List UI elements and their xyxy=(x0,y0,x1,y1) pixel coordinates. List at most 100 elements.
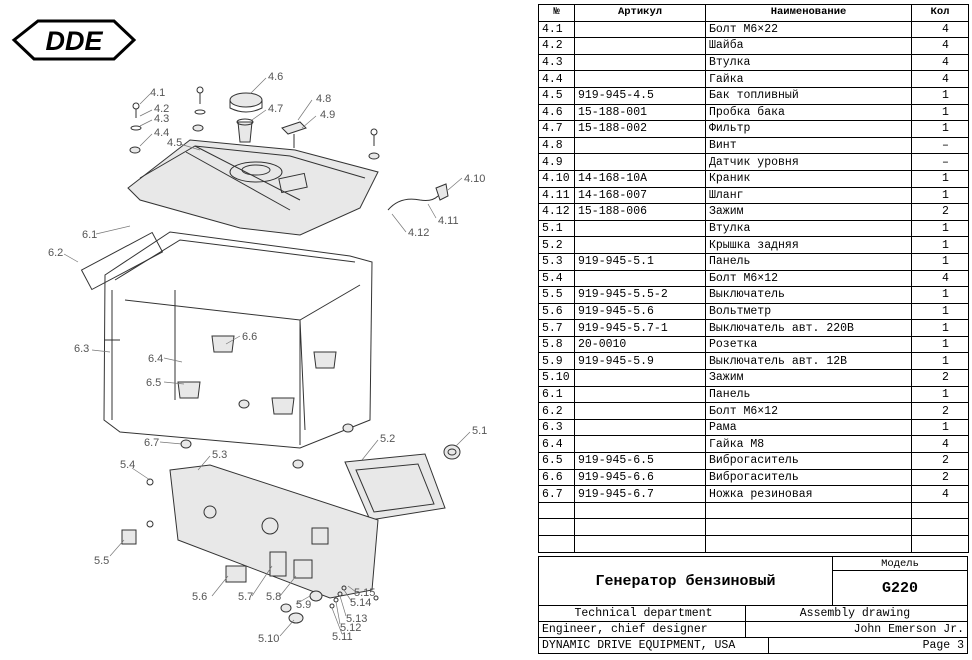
model-label: Модель xyxy=(833,557,967,571)
part-name: Гайка xyxy=(705,70,912,88)
rubber-feet xyxy=(180,399,354,469)
engineer-name: John Emerson Jr. xyxy=(853,623,964,636)
part-number: 5.3 xyxy=(538,252,575,271)
part-number xyxy=(538,535,575,553)
title-row-engineer: Engineer, chief designer John Emerson Jr… xyxy=(539,621,967,637)
callout: 5.4 xyxy=(120,459,135,471)
callout: 6.1 xyxy=(82,229,97,241)
callout: 5.13 xyxy=(346,613,367,625)
leader-lines xyxy=(63,77,471,637)
callout: 5.14 xyxy=(350,597,371,609)
callout: 4.2 xyxy=(154,103,169,115)
part-number: 4.11 xyxy=(538,186,575,205)
part-name: Фильтр xyxy=(705,120,912,138)
part-name: Виброгаситель xyxy=(705,468,912,487)
part-article xyxy=(574,269,706,288)
part-qty: 1 xyxy=(911,103,969,122)
part-name: Болт М6×12 xyxy=(705,402,912,420)
callout: 4.4 xyxy=(154,127,169,139)
part-name xyxy=(705,518,912,536)
part-article xyxy=(574,37,706,55)
department: Technical department xyxy=(539,606,746,621)
part-name: Выключатель авт. 12В xyxy=(705,352,912,371)
callout: 6.4 xyxy=(148,353,163,365)
parts-list-row xyxy=(538,518,969,536)
callout: 4.10 xyxy=(464,173,485,185)
part-qty: 1 xyxy=(911,236,969,254)
part-article xyxy=(574,153,706,171)
part-number: 5.1 xyxy=(538,219,575,238)
part-number: 6.1 xyxy=(538,385,575,404)
part-qty: 2 xyxy=(911,369,969,387)
part-qty xyxy=(911,518,969,536)
part-article: 15-188-006 xyxy=(574,203,706,221)
part-name: Болт М6×22 xyxy=(705,20,912,39)
part-name: Датчик уровня xyxy=(705,153,912,171)
parts-list-row: 4.8 Винт– xyxy=(538,136,969,155)
part-qty: 4 xyxy=(911,269,969,288)
callout: 5.8 xyxy=(266,591,281,603)
exploded-drawing: 4.1 4.2 4.3 4.4 4.5 4.6 4.7 4.8 4.9 4.10… xyxy=(48,71,487,645)
part-name xyxy=(705,501,912,520)
part-number: 4.5 xyxy=(538,86,575,105)
part-qty: 1 xyxy=(911,319,969,337)
logo-text: DDE xyxy=(45,26,103,56)
part-article xyxy=(574,518,706,536)
part-qty: 4 xyxy=(911,435,969,454)
part-article xyxy=(574,219,706,238)
part-article: 919-945-5.7-1 xyxy=(574,319,706,337)
part-name: Панель xyxy=(705,252,912,271)
part-name: Розетка xyxy=(705,335,912,354)
part-qty: – xyxy=(911,136,969,155)
callout: 4.9 xyxy=(320,109,335,121)
part-article: 919-945-5.9 xyxy=(574,352,706,371)
part-qty: 4 xyxy=(911,485,969,503)
parts-list-row xyxy=(538,501,969,520)
header-name: Наименование xyxy=(705,4,912,22)
part-article xyxy=(574,402,706,420)
part-number: 5.8 xyxy=(538,335,575,354)
part-qty: 4 xyxy=(911,53,969,72)
part-number: 6.3 xyxy=(538,418,575,437)
callout: 6.2 xyxy=(48,247,63,259)
callout: 5.11 xyxy=(332,631,353,643)
panel-components xyxy=(121,478,379,624)
title-row-company: DYNAMIC DRIVE EQUIPMENT, USA Page 3 xyxy=(539,637,967,653)
part-qty: 2 xyxy=(911,468,969,487)
rear-cover xyxy=(344,453,446,521)
part-name: Пробка бака xyxy=(705,103,912,122)
part-qty xyxy=(911,535,969,553)
part-article xyxy=(574,136,706,155)
part-article xyxy=(574,70,706,88)
part-name: Выключатель xyxy=(705,286,912,304)
part-name: Панель xyxy=(705,385,912,404)
part-name xyxy=(705,535,912,553)
callout: 4.11 xyxy=(438,215,459,227)
part-number: 6.7 xyxy=(538,485,575,503)
fuel-cap xyxy=(229,92,263,113)
company: DYNAMIC DRIVE EQUIPMENT, USA xyxy=(539,638,769,653)
part-article: 15-188-001 xyxy=(574,103,706,122)
fuel-tap xyxy=(387,183,449,211)
part-article xyxy=(574,385,706,404)
parts-list-row xyxy=(538,535,969,553)
part-name: Винт xyxy=(705,136,912,155)
drawing-title: Генератор бензиновый xyxy=(539,557,833,605)
part-number: 5.5 xyxy=(538,286,575,304)
part-number: 4.8 xyxy=(538,136,575,155)
part-name: Шайба xyxy=(705,37,912,55)
part-article xyxy=(574,535,706,553)
callout: 5.7 xyxy=(238,591,253,603)
callout: 5.9 xyxy=(296,599,311,611)
part-article: 919-945-6.7 xyxy=(574,485,706,503)
header-article: Артикул xyxy=(574,4,706,22)
part-article: 919-945-5.1 xyxy=(574,252,706,271)
callout: 6.7 xyxy=(144,437,159,449)
